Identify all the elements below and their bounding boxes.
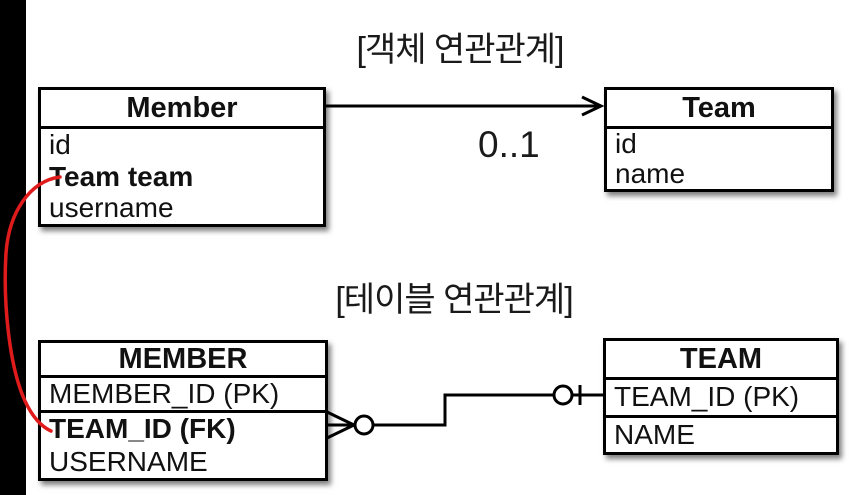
member-table-header: MEMBER xyxy=(41,343,325,378)
object-association-title: [객체 연관관계] xyxy=(356,31,564,69)
team-column-name: NAME xyxy=(614,418,695,450)
team-field-id: id xyxy=(615,128,637,159)
member-field-username: username xyxy=(49,192,174,224)
crowfoot-relation xyxy=(326,384,604,440)
team-class-header: Team xyxy=(607,90,831,129)
relation-line xyxy=(373,393,553,427)
crowfoot-many-icon xyxy=(326,410,355,440)
member-column-fk: TEAM_ID (FK) xyxy=(49,413,236,445)
association-arrow-head-icon xyxy=(581,95,605,117)
member-class-header: Member xyxy=(41,90,323,129)
member-class-box: Member id Team team username xyxy=(38,87,326,227)
team-field-name: name xyxy=(615,158,686,189)
team-class-box: Team id name xyxy=(604,87,834,192)
crowfoot-zero-circle-right-icon xyxy=(552,384,574,406)
member-field-id: id xyxy=(49,128,71,160)
member-column-username: USERNAME xyxy=(49,445,208,477)
team-table-header: TEAM xyxy=(606,341,836,380)
association-arrow xyxy=(326,95,605,117)
table-association-title: [테이블 연관관계] xyxy=(335,281,573,319)
left-black-edge-bar xyxy=(0,0,26,495)
team-column-pk: TEAM_ID (PK) xyxy=(606,380,836,418)
member-table-box: MEMBER MEMBER_ID (PK) TEAM_ID (FK) USERN… xyxy=(38,340,328,481)
cardinality-label: 0..1 xyxy=(478,124,540,165)
member-field-team: Team team xyxy=(49,160,194,192)
crowfoot-zero-circle-left-icon xyxy=(353,414,375,436)
member-column-pk: MEMBER_ID (PK) xyxy=(41,378,325,414)
team-table-box: TEAM TEAM_ID (PK) NAME xyxy=(603,338,839,455)
